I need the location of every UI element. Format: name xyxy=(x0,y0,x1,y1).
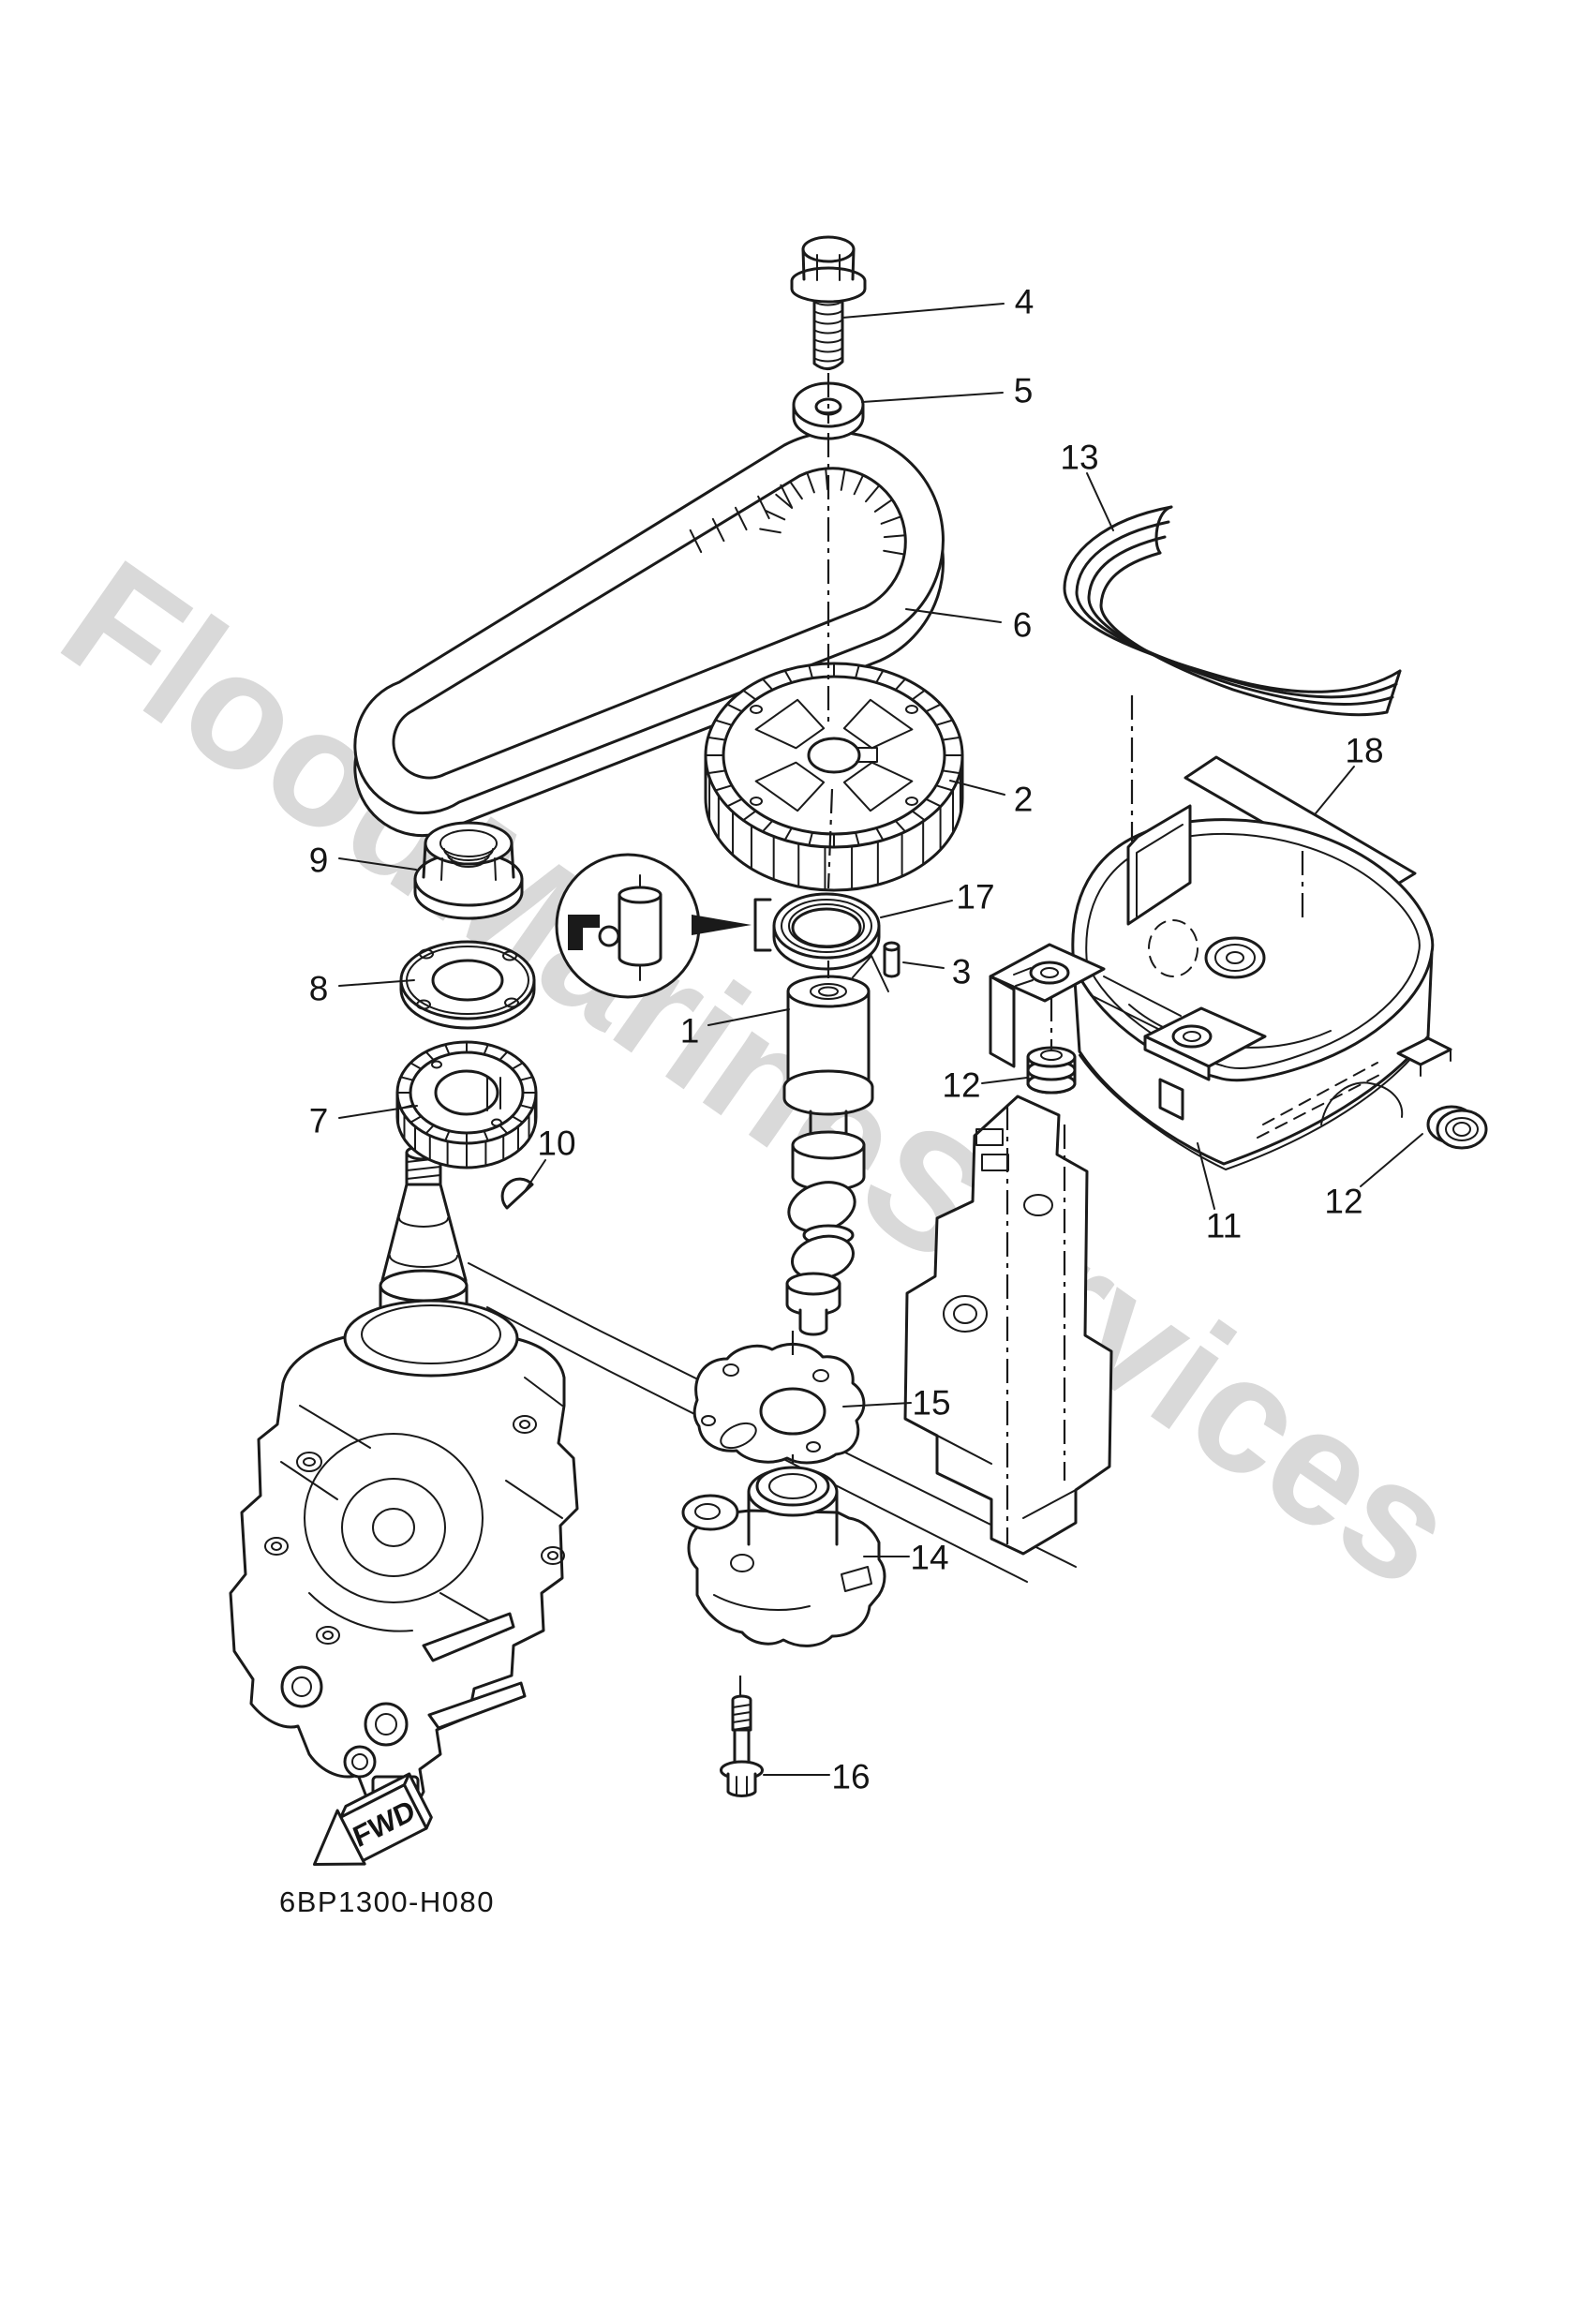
cover-center-tab xyxy=(1143,1006,1267,1121)
diagram-code: 6BP1300-H080 xyxy=(279,1885,495,1918)
callout-11: 11 xyxy=(1206,1207,1242,1245)
callout-leader-3 xyxy=(902,961,945,969)
oil-pump-cover xyxy=(989,804,1488,1170)
callout-5: 5 xyxy=(1014,372,1034,410)
callout-2: 2 xyxy=(1014,781,1034,819)
callout-3: 3 xyxy=(952,953,972,991)
belt-guard-fin xyxy=(1126,804,1192,926)
callout-leader-2 xyxy=(949,780,1005,796)
callout-14: 14 xyxy=(910,1539,948,1577)
callout-15: 15 xyxy=(912,1384,950,1423)
belt-teeth xyxy=(689,468,906,556)
camshaft-gear xyxy=(704,662,964,892)
washer xyxy=(792,381,865,440)
timing-belt xyxy=(353,430,945,838)
callout-17: 17 xyxy=(956,878,994,916)
callout-leader-10 xyxy=(524,1159,546,1192)
pump-bolt xyxy=(720,1694,764,1797)
grommet-left xyxy=(1026,1046,1077,1095)
woodruff-key xyxy=(500,1177,534,1210)
fwd-arrow: FWD xyxy=(312,1772,433,1866)
oil-pump xyxy=(681,1466,886,1647)
callout-18: 18 xyxy=(1345,732,1383,770)
callout-leader-12 xyxy=(1360,1133,1423,1187)
callout-leader-15 xyxy=(842,1402,912,1408)
gear-band-teeth xyxy=(708,770,961,891)
crankshaft xyxy=(343,1144,519,1378)
seal-symbol xyxy=(568,915,600,950)
pump-gasket xyxy=(692,1342,866,1465)
callout-10: 10 xyxy=(537,1125,575,1163)
pump-ear xyxy=(681,1494,739,1531)
damper-seal-13 xyxy=(1063,505,1402,717)
callout-leader-18 xyxy=(1315,766,1355,814)
gear-teeth xyxy=(705,663,963,848)
callout-16: 16 xyxy=(831,1758,870,1796)
callout-9: 9 xyxy=(309,842,329,880)
callout-leader-4 xyxy=(841,303,1005,319)
flange-bolt xyxy=(790,235,867,370)
cylinder-block xyxy=(903,1095,1113,1556)
flange-nut xyxy=(413,821,524,920)
callout-1: 1 xyxy=(680,1012,700,1050)
mating-surface-lines xyxy=(468,1262,1077,1583)
callout-12: 12 xyxy=(1324,1183,1362,1221)
callout-leader-8 xyxy=(338,979,415,987)
callout-leader-17 xyxy=(880,900,953,918)
crankshaft-gear xyxy=(395,1040,538,1169)
cover-right-tab xyxy=(1396,1036,1452,1077)
plate-washer xyxy=(399,940,536,1030)
callout-leader-12 xyxy=(981,1077,1028,1084)
callout-12: 12 xyxy=(942,1066,980,1105)
callout-leader-5 xyxy=(861,392,1004,403)
keyway xyxy=(856,747,878,763)
gear-hub xyxy=(807,737,861,774)
tab-bars xyxy=(1090,976,1182,1035)
callout-8: 8 xyxy=(309,970,329,1008)
oil-seal xyxy=(772,892,881,971)
pump-boss-sides xyxy=(747,1490,839,1546)
dowel-pin xyxy=(883,941,901,978)
gear-spokes xyxy=(754,698,914,812)
callout-leader-11 xyxy=(1197,1142,1215,1210)
detail-arrow xyxy=(692,915,752,935)
callout-13: 13 xyxy=(1060,439,1098,477)
seal-detail-inset xyxy=(555,853,772,999)
crankcase xyxy=(229,1144,579,1816)
callout-4: 4 xyxy=(1015,283,1035,321)
detail-bracket xyxy=(753,898,772,952)
cover-left-tab xyxy=(989,943,1106,1068)
mount-lugs xyxy=(280,1612,527,1803)
center-lines xyxy=(738,373,1304,1696)
camshaft xyxy=(782,955,889,1336)
callout-7: 7 xyxy=(309,1102,329,1140)
callout-leader-6 xyxy=(905,608,1002,623)
callout-leader-7 xyxy=(338,1105,418,1119)
callout-6: 6 xyxy=(1013,606,1033,645)
callout-leader-13 xyxy=(1086,472,1114,531)
bolt-bosses xyxy=(264,1415,565,1645)
hidden-hole xyxy=(1148,919,1198,977)
grommet-right xyxy=(1426,1105,1488,1150)
callout-leader-9 xyxy=(338,857,417,871)
callout-leader-1 xyxy=(707,1008,790,1026)
